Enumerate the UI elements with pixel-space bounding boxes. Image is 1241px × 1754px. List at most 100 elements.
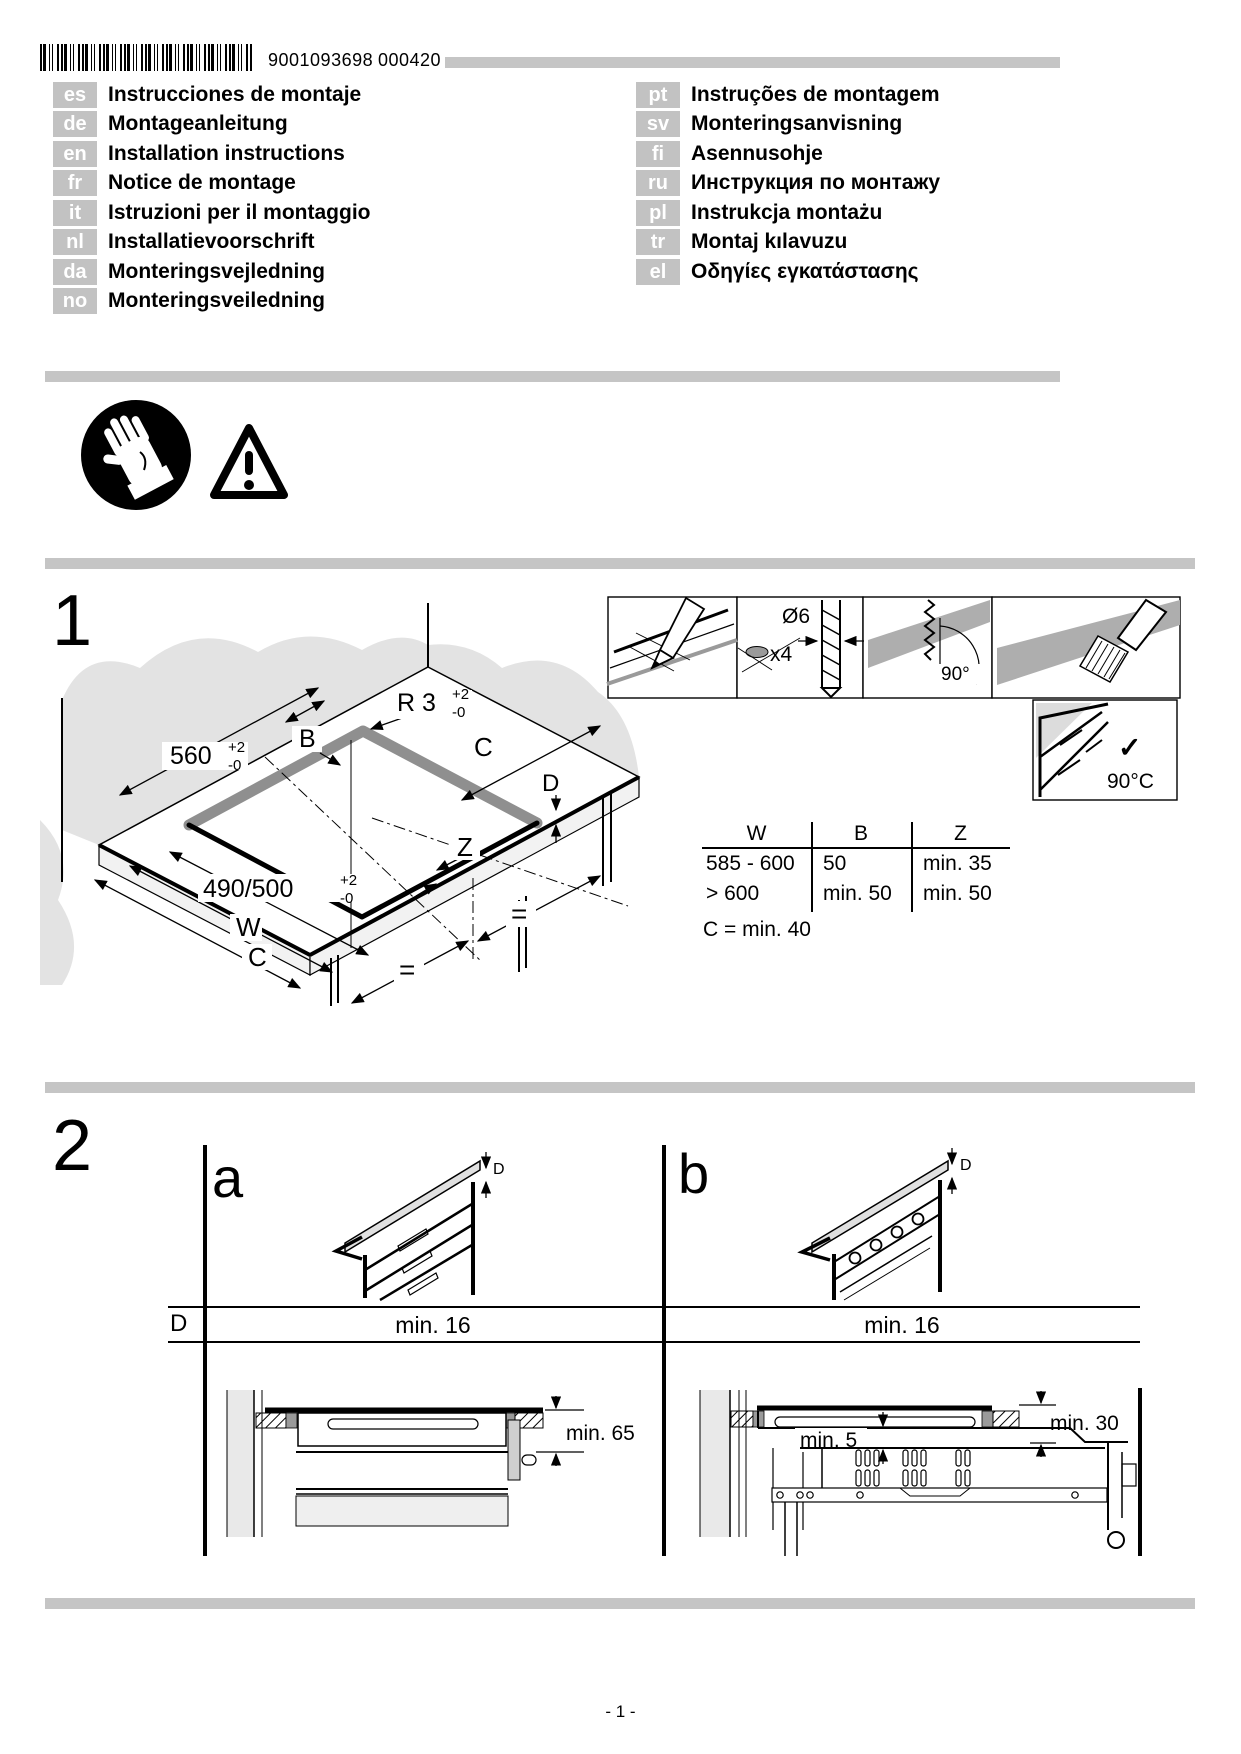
- d-arrow-label: D: [493, 1161, 505, 1178]
- worktop-slab: [344, 1159, 481, 1254]
- language-row-fi: fi Asennusohje: [636, 139, 940, 169]
- table-cell: min. 35: [923, 852, 992, 875]
- svg-text:-0: -0: [228, 757, 241, 774]
- worktop-hatch: [992, 1410, 1020, 1428]
- oven-knobs: [848, 1212, 925, 1265]
- language-badge: es: [53, 81, 97, 108]
- step-1-number: 1: [52, 581, 93, 661]
- layout-rule: [203, 1145, 207, 1556]
- language-badge: en: [53, 140, 97, 167]
- variant-a-label: a: [212, 1146, 244, 1209]
- svg-text:+2: +2: [228, 739, 245, 756]
- variant-b-drawing: D: [797, 1148, 972, 1301]
- sealing-brush-panel: [997, 598, 1180, 685]
- section-divider: [45, 371, 1060, 382]
- worktop-hatch: [730, 1410, 754, 1428]
- language-title: Installation instructions: [108, 141, 345, 165]
- language-title: Asennusohje: [691, 141, 823, 165]
- drawer-handles: [397, 1228, 439, 1296]
- language-badge: nl: [53, 229, 97, 256]
- max-temp-label: 90°C: [1107, 770, 1154, 793]
- svg-text:+2: +2: [340, 872, 357, 889]
- oven-hinge: [1107, 1531, 1125, 1549]
- language-badge: ru: [636, 170, 680, 197]
- d-value-b: min. 16: [864, 1312, 940, 1338]
- dim-z-label: Z: [457, 832, 473, 862]
- dim-d-label: D: [542, 770, 559, 797]
- oven-vents: [855, 1449, 971, 1487]
- drawer-knob: [521, 1454, 537, 1466]
- drawer-front: [295, 1495, 509, 1527]
- language-badge: pt: [636, 81, 680, 108]
- section-divider: [45, 558, 1195, 569]
- barcode-number: 9001093698: [268, 50, 374, 70]
- temperature-panel: ✓ 90°C: [1036, 702, 1154, 797]
- language-badge: fr: [53, 170, 97, 197]
- language-title: Οδηγίες εγκατάστασης: [691, 259, 919, 283]
- page-number: - 1 -: [605, 1702, 636, 1721]
- drill-count-label: x4: [770, 643, 793, 666]
- language-row-ru: ru Инструкция по монтажу: [636, 169, 940, 199]
- language-title: Monteringsvejledning: [108, 259, 326, 283]
- c-min-note: C = min. 40: [703, 918, 811, 941]
- d-row-label: D: [170, 1310, 188, 1337]
- layout-rule: [168, 1341, 1140, 1343]
- language-row-da: da Monteringsvejledning: [53, 257, 371, 287]
- layout-rule: [662, 1145, 666, 1556]
- drill-diameter-label: Ø6: [782, 605, 810, 628]
- dimension-table: W B Z 585 - 600 50 min. 35 > 600 min. 50…: [702, 822, 1010, 912]
- language-title: Montaj kılavuzu: [691, 230, 848, 254]
- table-cell: min. 50: [823, 882, 892, 905]
- language-badge: da: [53, 258, 97, 285]
- language-badge: fi: [636, 140, 680, 167]
- dim-width-label: 560: [170, 742, 212, 770]
- language-title: Notice de montage: [108, 171, 296, 195]
- section-divider: [45, 1598, 1195, 1609]
- table-row: 585 - 600 50 min. 35: [702, 849, 1010, 879]
- language-title: Istruzioni per il montaggio: [108, 200, 371, 224]
- equal-mark: =: [399, 954, 415, 985]
- table-column-rule: [811, 822, 813, 912]
- gloves-icon: [81, 400, 191, 510]
- table-rule: [702, 847, 1010, 849]
- layout-rule: [1138, 1388, 1142, 1556]
- dim-w-label: W: [236, 912, 261, 942]
- b-gap-label: min. 5: [800, 1429, 857, 1452]
- language-badge: it: [53, 199, 97, 226]
- table-header: Z: [954, 822, 967, 845]
- language-row-en: en Installation instructions: [53, 139, 371, 169]
- language-title: Monteringsveiledning: [108, 289, 326, 313]
- header-gray-bar: [445, 57, 1060, 68]
- worktop-hatch: [255, 1412, 287, 1429]
- b-depth-label: min. 30: [1050, 1412, 1119, 1435]
- table-cell: min. 50: [923, 882, 992, 905]
- language-badge: el: [636, 258, 680, 285]
- language-row-fr: fr Notice de montage: [53, 169, 371, 199]
- dimension-labels: 560 +2 -0 B R 3 +2 -0 C D Z 490/500 +2 -…: [162, 686, 568, 985]
- language-row-el: el Οδηγίες εγκατάστασης: [636, 257, 940, 287]
- side-wall: [700, 1390, 730, 1537]
- warning-icon: [210, 424, 288, 499]
- side-wall: [227, 1390, 254, 1537]
- table-cell: > 600: [706, 882, 760, 905]
- rail-screws: [776, 1491, 1079, 1499]
- barcode: [40, 44, 252, 71]
- language-title: Instruções de montagem: [691, 82, 940, 106]
- language-title: Инструкция по монтажу: [691, 171, 941, 195]
- svg-text:+2: +2: [452, 686, 469, 703]
- equal-mark: =: [511, 898, 527, 929]
- pictogram-strip: Ø6 x4 90°: [606, 596, 1181, 801]
- svg-text:-0: -0: [452, 704, 465, 721]
- saw-blade-icon: [923, 599, 936, 661]
- table-header-row: W B Z: [702, 822, 1010, 847]
- oven-rail: [771, 1487, 1108, 1503]
- variant-b-label: b: [678, 1142, 710, 1205]
- saw-angle-label: 90°: [941, 664, 970, 685]
- worktop-cutout-diagram: 560 +2 -0 B R 3 +2 -0 C D Z 490/500 +2 -…: [40, 603, 641, 1006]
